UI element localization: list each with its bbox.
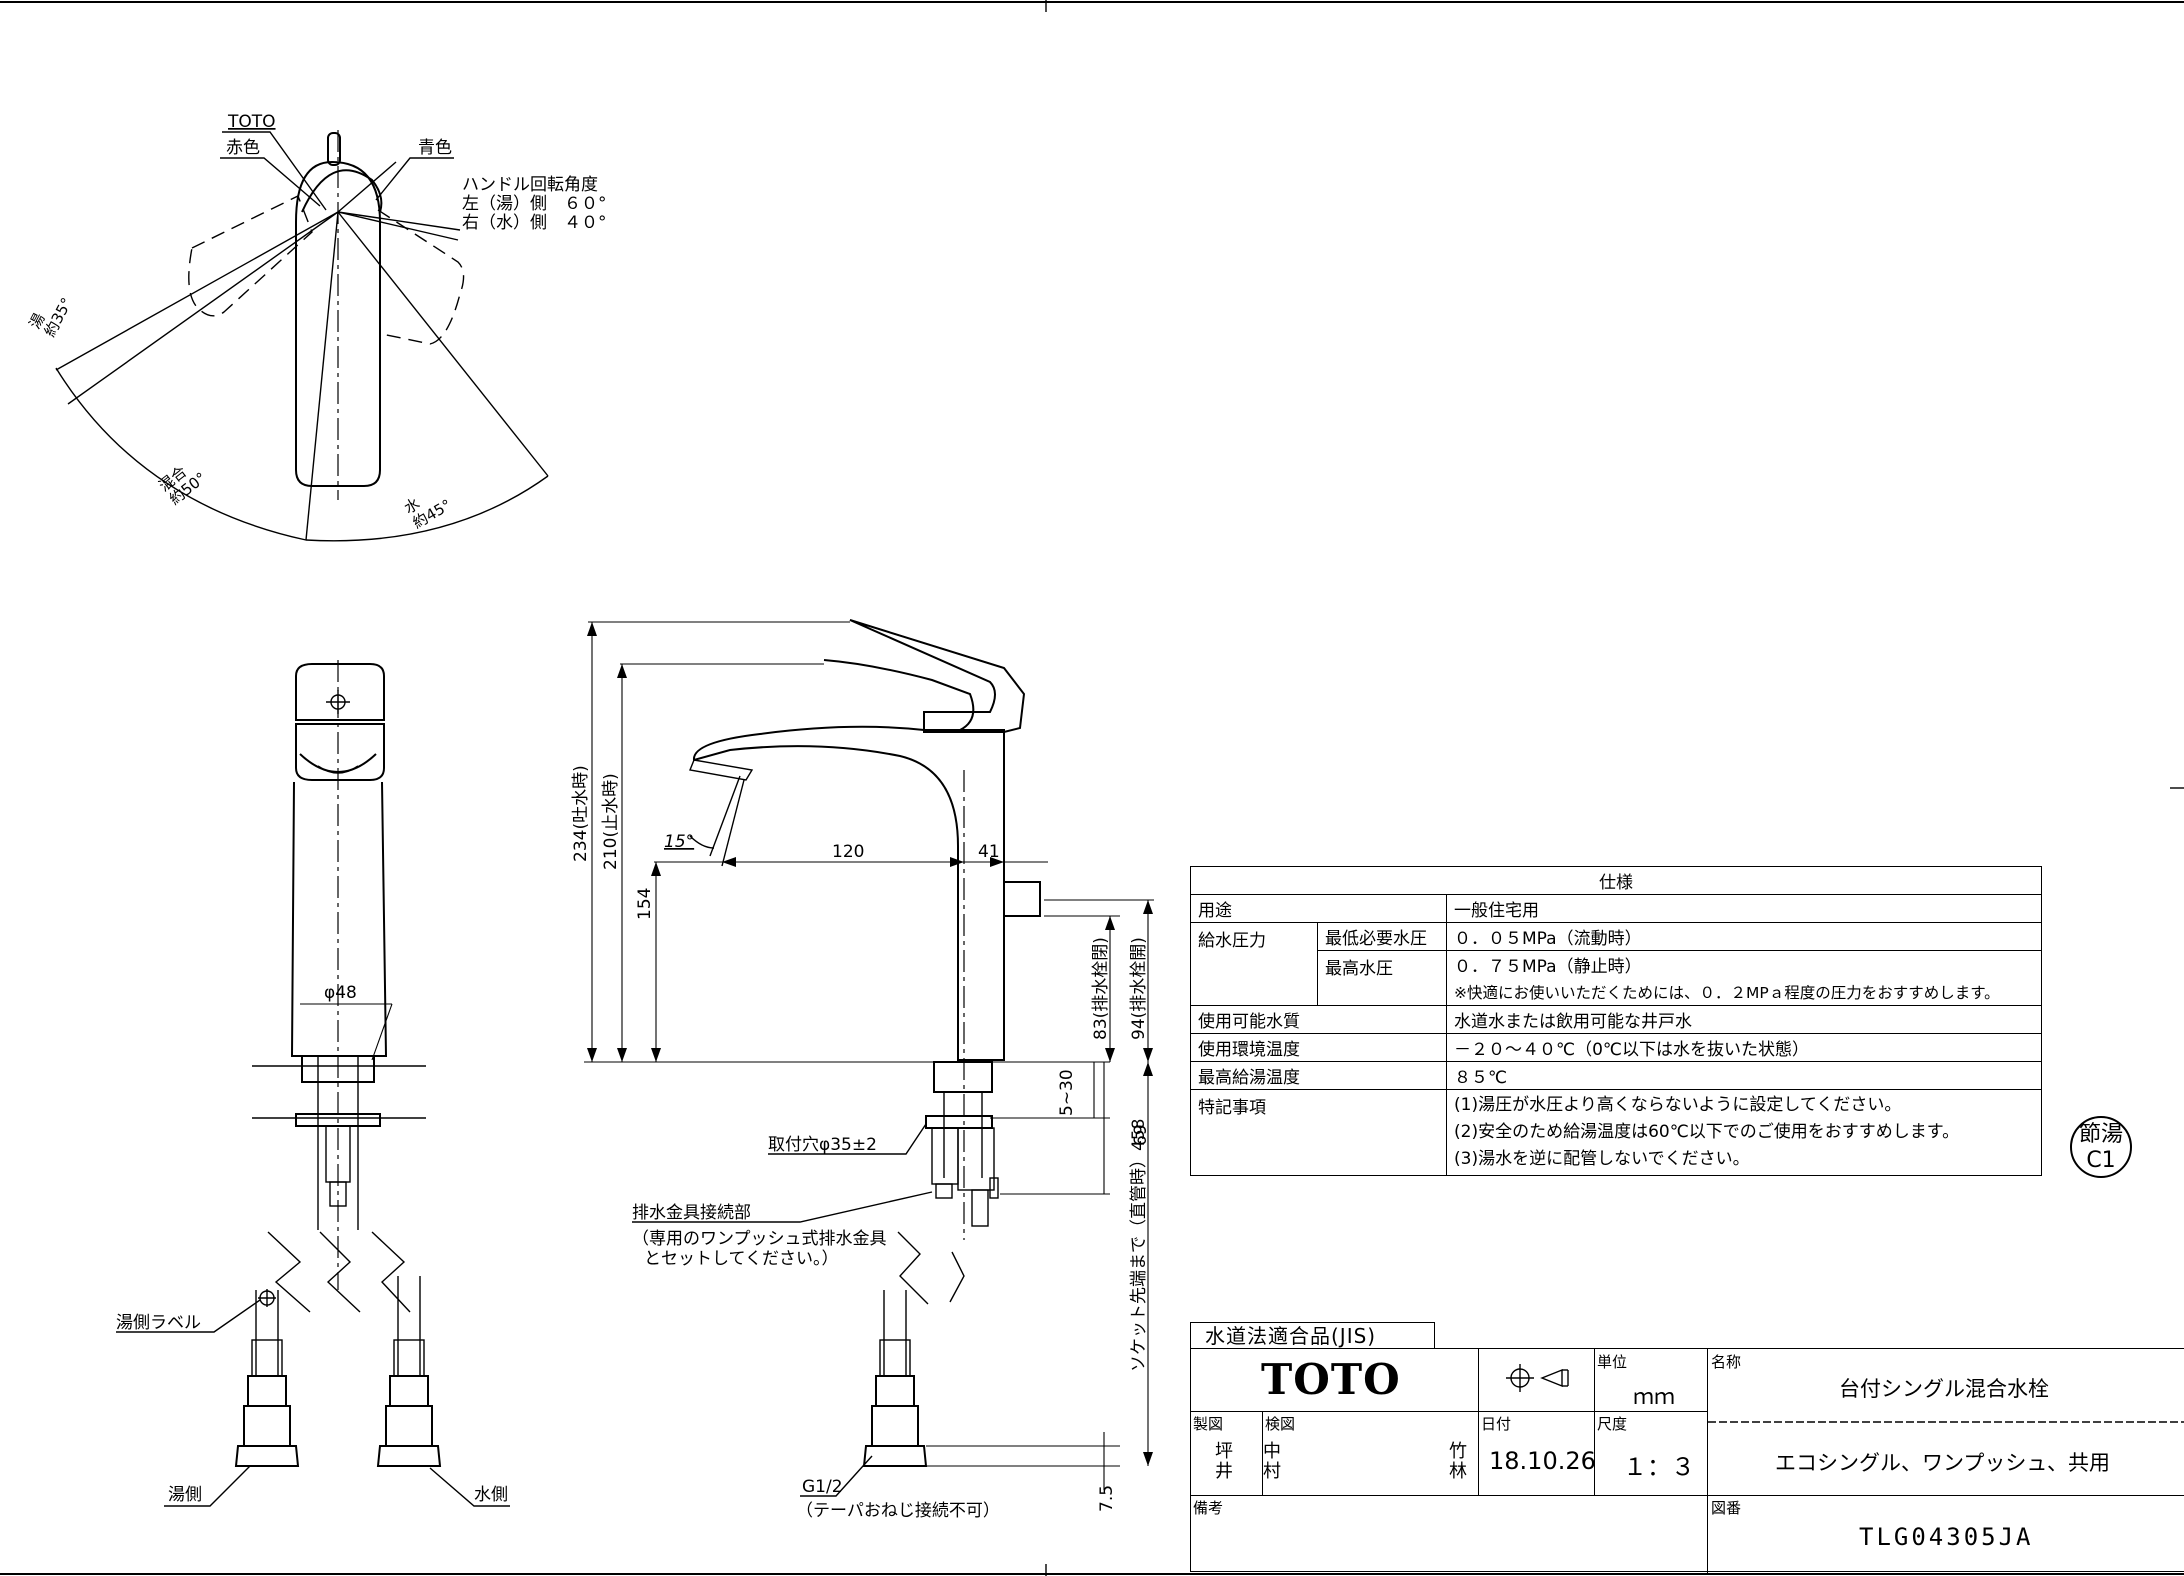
check-name-4: 林	[1449, 1461, 1467, 1482]
front-hot-label: 湯側ラベル	[116, 1313, 201, 1333]
cold-supply-hose	[376, 1276, 442, 1467]
spec-hot-key: 最高給湯温度	[1190, 1061, 1447, 1090]
name-label: 名称	[1711, 1353, 1742, 1371]
dim-41: 41	[978, 842, 1000, 862]
spec-min-key: 最低必要水圧	[1317, 922, 1447, 951]
stamp-line-2: C1	[2086, 1148, 2116, 1173]
angle-title: ハンドル回転角度	[462, 175, 598, 195]
unit-value: ｍｍ	[1633, 1385, 1675, 1409]
spec-pressure-note: ※快適にお使いいただくためには、０．２MPａ程度の圧力をおすすめします。	[1446, 978, 2042, 1006]
check-label: 検図	[1265, 1415, 1296, 1433]
front-view: φ48	[116, 660, 510, 1507]
projection-symbol	[1506, 1364, 1569, 1392]
scale-label: 尺度	[1597, 1415, 1628, 1433]
spec-table: 仕様 用途一般住宅用 給水圧力 最低必要水圧 ０．０５MPa（流動時） 最高水圧…	[1190, 866, 2042, 1176]
angle-15: 15°	[664, 832, 694, 852]
spec-pressure-key: 給水圧力	[1190, 922, 1318, 1006]
drain-note-1: （専用のワンプッシュ式排水金具	[632, 1229, 887, 1249]
spec-notes-value: (1)湯圧が水圧より高くならないように設定してください。 (2)安全のため給湯温…	[1446, 1089, 2042, 1176]
stamp-line-1: 節湯	[2078, 1122, 2123, 1147]
remarks-label: 備考	[1193, 1499, 1224, 1517]
drain-note-2: とセットしてください。）	[644, 1249, 838, 1269]
label-toto-mark: TOTO	[227, 112, 276, 132]
dim-83: 83(排水栓閉)	[1091, 937, 1111, 1040]
dim-69: 69	[1131, 1124, 1151, 1146]
spec-water-value: 水道水または飲用可能な井戸水	[1446, 1005, 2042, 1034]
front-hot-side: 湯側	[168, 1485, 202, 1505]
label-red: 赤色	[226, 138, 260, 158]
spec-note-3: (3)湯水を逆に配管しないでください。	[1454, 1149, 1750, 1169]
spec-use-key: 用途	[1190, 894, 1447, 923]
dim-5-30: 5~30	[1057, 1069, 1077, 1116]
date-label: 日付	[1481, 1415, 1512, 1433]
spec-min-value: ０．０５MPa（流動時）	[1446, 922, 2042, 951]
drawn-label: 製図	[1193, 1415, 1224, 1433]
drain-title: 排水金具接続部	[632, 1203, 751, 1223]
drawn-name-1: 坪	[1215, 1441, 1233, 1462]
angle-cold: 右（水）側 ４０°	[462, 213, 607, 233]
check-name-2: 村	[1263, 1461, 1281, 1482]
label-blue: 青色	[418, 138, 452, 158]
water-saving-stamp: 節湯 C1	[2070, 1116, 2132, 1178]
spec-temp-key: 使用環境温度	[1190, 1033, 1447, 1062]
check-name-3: 竹	[1449, 1441, 1467, 1462]
dim-458: ソケット先端まで（直管時）458	[1129, 1119, 1149, 1372]
mount-hole: 取付穴φ35±2	[768, 1135, 877, 1155]
front-dim-phi48: φ48	[324, 983, 357, 1003]
spec-notes-key: 特記事項	[1190, 1089, 1447, 1176]
date-value: 18.10.26	[1489, 1447, 1596, 1475]
dim-154: 154	[635, 888, 655, 920]
drawing-number-label: 図番	[1711, 1499, 1742, 1517]
arc-hot-label: 湯	[26, 310, 49, 332]
top-view: TOTO 赤色 青色 ハンドル回転角度 左（湯）側 ６０° 右（水）側 ４０° …	[26, 112, 607, 542]
spec-water-key: 使用可能水質	[1190, 1005, 1447, 1034]
drawn-name-2: 井	[1215, 1461, 1233, 1482]
product-subname: エコシングル、ワンプッシュ、共用	[1775, 1451, 2110, 1475]
spec-title: 仕様	[1190, 866, 2042, 895]
front-cold-side: 水側	[474, 1485, 508, 1505]
hot-supply-hose	[234, 1289, 300, 1467]
product-name: 台付シングル混合水栓	[1839, 1377, 2049, 1401]
dim-94: 94(排水栓開)	[1129, 937, 1149, 1040]
dim-210: 210(止水時)	[601, 773, 621, 870]
spec-use-value: 一般住宅用	[1446, 894, 2042, 923]
spec-max-key: 最高水圧	[1317, 950, 1447, 1006]
side-view: 234(吐水時) 210(止水時) 154 120 41 15° 83(排水栓閉…	[571, 619, 1154, 1521]
spec-note-1: (1)湯圧が水圧より高くならないように設定してください。	[1454, 1095, 1902, 1115]
title-block: TOTO 単位 ｍｍ 名称 台付シングル混合水栓 エコシングル、ワンプッシュ、共…	[1190, 1348, 2184, 1573]
thread-label: G1/2	[802, 1477, 843, 1497]
scale-value: １：３	[1623, 1453, 1695, 1481]
drawing-number: TLG04305JA	[1859, 1523, 2034, 1551]
check-name-1: 中	[1263, 1441, 1281, 1462]
spec-note-2: (2)安全のため給湯温度は60℃以下でのご使用をおすすめします。	[1454, 1122, 1960, 1142]
unit-label: 単位	[1597, 1353, 1628, 1371]
spec-temp-value: －２０～４０℃（0℃以下は水を抜いた状態）	[1446, 1033, 2042, 1062]
thread-note: （テーパおねじ接続不可）	[796, 1501, 1000, 1521]
spec-hot-value: ８５℃	[1446, 1061, 2042, 1090]
spec-max-value: ０．７５MPa（静止時）	[1446, 950, 2042, 978]
toto-logo: TOTO	[1261, 1355, 1401, 1404]
dim-234: 234(吐水時)	[571, 765, 591, 862]
angle-hot: 左（湯）側 ６０°	[462, 194, 607, 214]
dim-120: 120	[832, 842, 864, 862]
dim-7-5: 7.5	[1097, 1485, 1117, 1512]
jis-label: 水道法適合品(JIS)	[1190, 1322, 1435, 1348]
